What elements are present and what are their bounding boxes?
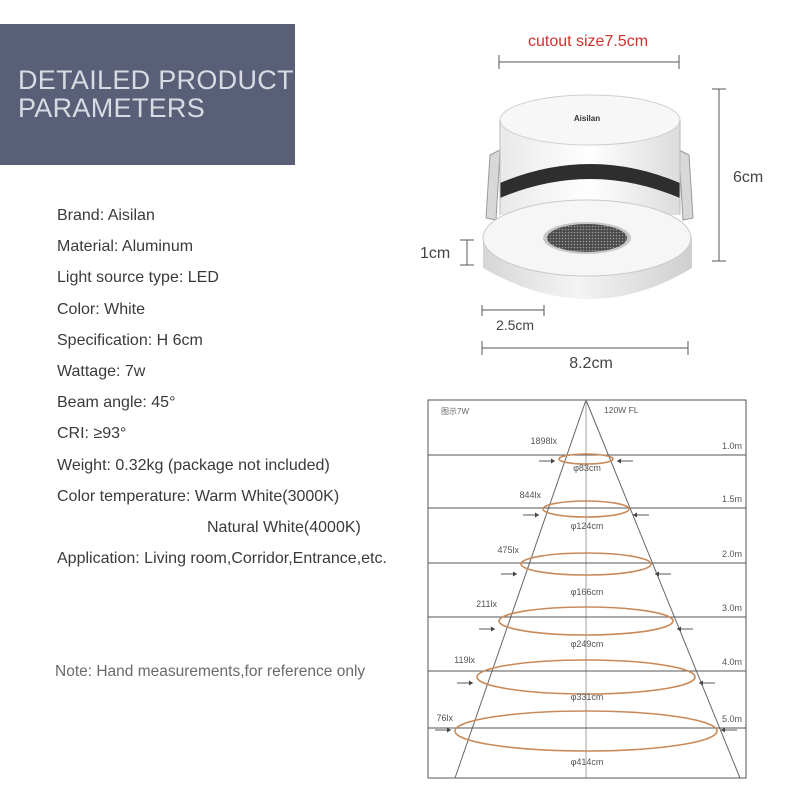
beam-arrowhead-left (469, 680, 473, 686)
beam-diameter-label: φ414cm (571, 757, 604, 767)
downlight-trim (482, 199, 692, 299)
lens-dimension: 2.5cm (481, 305, 545, 333)
diameter-label: 8.2cm (569, 355, 613, 372)
lens-mesh (547, 224, 627, 252)
beam-lux-label: 844lx (519, 490, 541, 500)
beam-edge-right (585, 399, 741, 779)
spec-item: Weight: 0.32kg (package not included) (57, 456, 330, 474)
beam-edge-left (454, 399, 587, 779)
height-dimension: 6cm (712, 88, 763, 262)
beam-diameter-label: φ166cm (571, 587, 604, 597)
beam-diameter-label: φ249cm (571, 639, 604, 649)
beam-arrowhead-left (535, 512, 539, 518)
spec-item: Natural White(4000K) (207, 518, 361, 536)
beam-arrowhead-right (677, 626, 681, 632)
beam-arrowhead-right (617, 458, 621, 464)
spec-item: Wattage: 7w (57, 362, 146, 380)
spec-item: Color: White (57, 300, 146, 318)
spec-item: CRI: ≥93° (57, 425, 127, 443)
page-title-line-2: PARAMETERS (18, 93, 206, 123)
spring-clip-left (485, 149, 501, 221)
beam-arrowhead-right (721, 727, 725, 733)
spec-item: Application: Living room,Corridor,Entran… (57, 550, 387, 568)
beam-spot-ellipse (454, 710, 718, 752)
trim-label: 1cm (420, 245, 450, 262)
beam-spot-ellipse (520, 552, 652, 576)
beam-distance-label: 1.0m (722, 441, 742, 451)
beam-model-label: 120W FL (604, 405, 639, 415)
beam-lux-label: 1898lx (530, 436, 557, 446)
beam-distance-label: 1.5m (722, 494, 742, 504)
spec-item: Light source type: LED (57, 269, 219, 287)
measurement-note: Note: Hand measurements,for reference on… (55, 663, 366, 680)
lens-label: 2.5cm (496, 317, 534, 333)
downlight-body: Aisilan (499, 94, 681, 215)
beam-arrowhead-left (491, 626, 495, 632)
brand-mark: Aisilan (574, 114, 600, 123)
spec-item: Brand: Aisilan (57, 207, 155, 224)
height-label: 6cm (733, 169, 763, 186)
beam-lux-label: 475lx (497, 545, 519, 555)
trim-height-dimension: 1cm (420, 239, 474, 266)
cutout-dimension: cutout size7.5cm (498, 33, 680, 69)
beam-spot-ellipse (476, 659, 696, 695)
beam-diameter-label: φ83cm (573, 463, 601, 473)
spec-item: Beam angle: 45° (57, 394, 176, 412)
beam-distance-label: 2.0m (722, 549, 742, 559)
spec-list: Brand: Aisilan Material: Aluminum Light … (57, 205, 387, 579)
beam-distance-label: 5.0m (722, 714, 742, 724)
beam-spot-ellipse (542, 500, 630, 518)
spec-item: Material: Aluminum (57, 238, 194, 256)
beam-distance-label: 3.0m (722, 603, 742, 613)
spec-item: Color temperature: Warm White(3000K) (57, 487, 340, 505)
diameter-dimension: 8.2cm (481, 341, 689, 372)
header-banner (0, 24, 295, 165)
beam-arrowhead-left (513, 571, 517, 577)
beam-arrowhead-right (699, 680, 703, 686)
beam-corner-label: 图示7W (441, 407, 469, 416)
beam-diameter-label: φ124cm (571, 521, 604, 531)
beam-lux-label: 211lx (476, 599, 497, 609)
beam-spot-ellipse (558, 453, 614, 465)
page-title: DETAILED PRODUCT PARAMETERS (18, 66, 294, 122)
beam-lux-label: 76lx (436, 713, 453, 723)
beam-diagram-frame (427, 399, 747, 779)
beam-arrowhead-left (447, 727, 451, 733)
beam-spot-ellipse (498, 606, 674, 636)
beam-arrowhead-right (655, 571, 659, 577)
beam-lux-label: 119lx (454, 655, 475, 665)
cutout-label: cutout size7.5cm (528, 33, 648, 50)
page-title-line-1: DETAILED PRODUCT (18, 65, 294, 95)
spec-item: Specification: H 6cm (57, 331, 203, 349)
beam-arrowhead-right (633, 512, 637, 518)
beam-diameter-label: φ331cm (571, 692, 604, 702)
beam-distance-label: 4.0m (722, 657, 742, 667)
beam-arrowhead-left (551, 458, 555, 464)
